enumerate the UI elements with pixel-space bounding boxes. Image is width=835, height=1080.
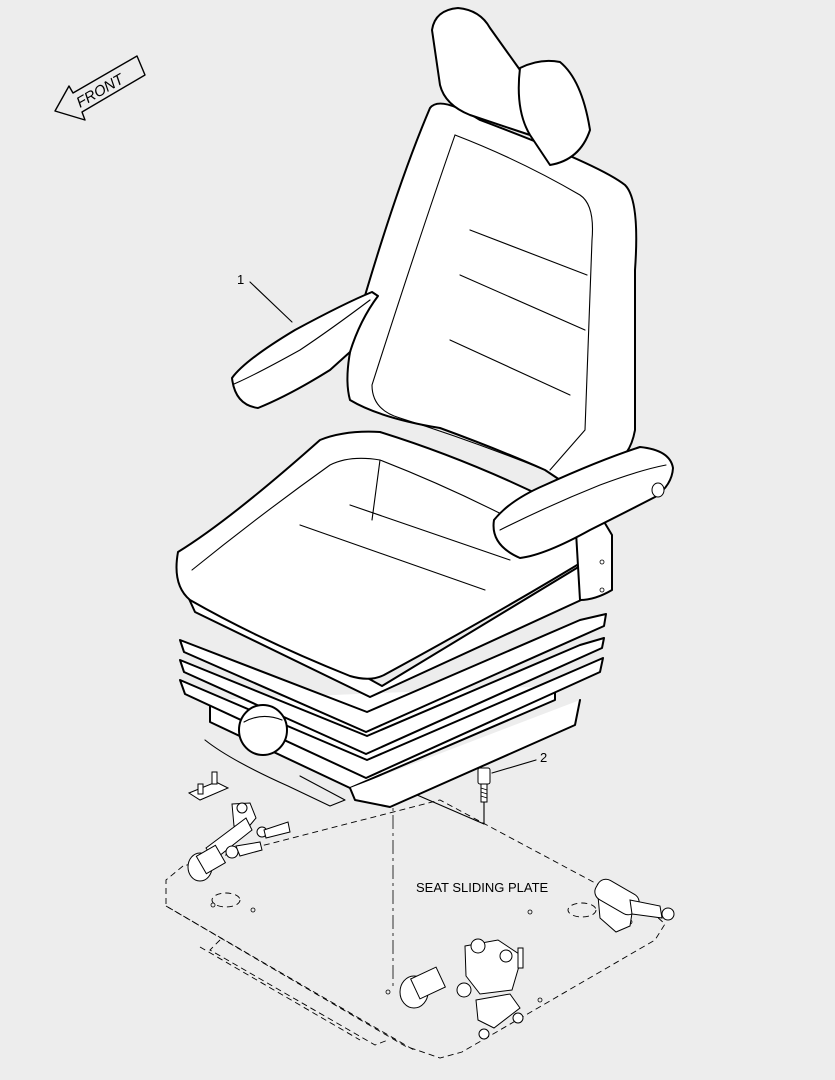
right-slide-lock	[399, 878, 675, 1040]
callout-2: 2	[540, 750, 547, 765]
right-armrest	[492, 446, 674, 601]
seat-sliding-plate-label: SEAT SLIDING PLATE	[416, 880, 549, 895]
callout-1: 1	[237, 272, 244, 287]
seat-cushion	[175, 430, 604, 698]
bolt	[477, 767, 491, 803]
seat-backrest	[346, 102, 638, 481]
seat-suspension	[179, 613, 607, 808]
headrest	[431, 7, 591, 166]
left-armrest	[231, 291, 379, 409]
front-direction-arrow-icon	[54, 55, 146, 121]
left-slide-lock	[187, 771, 291, 882]
